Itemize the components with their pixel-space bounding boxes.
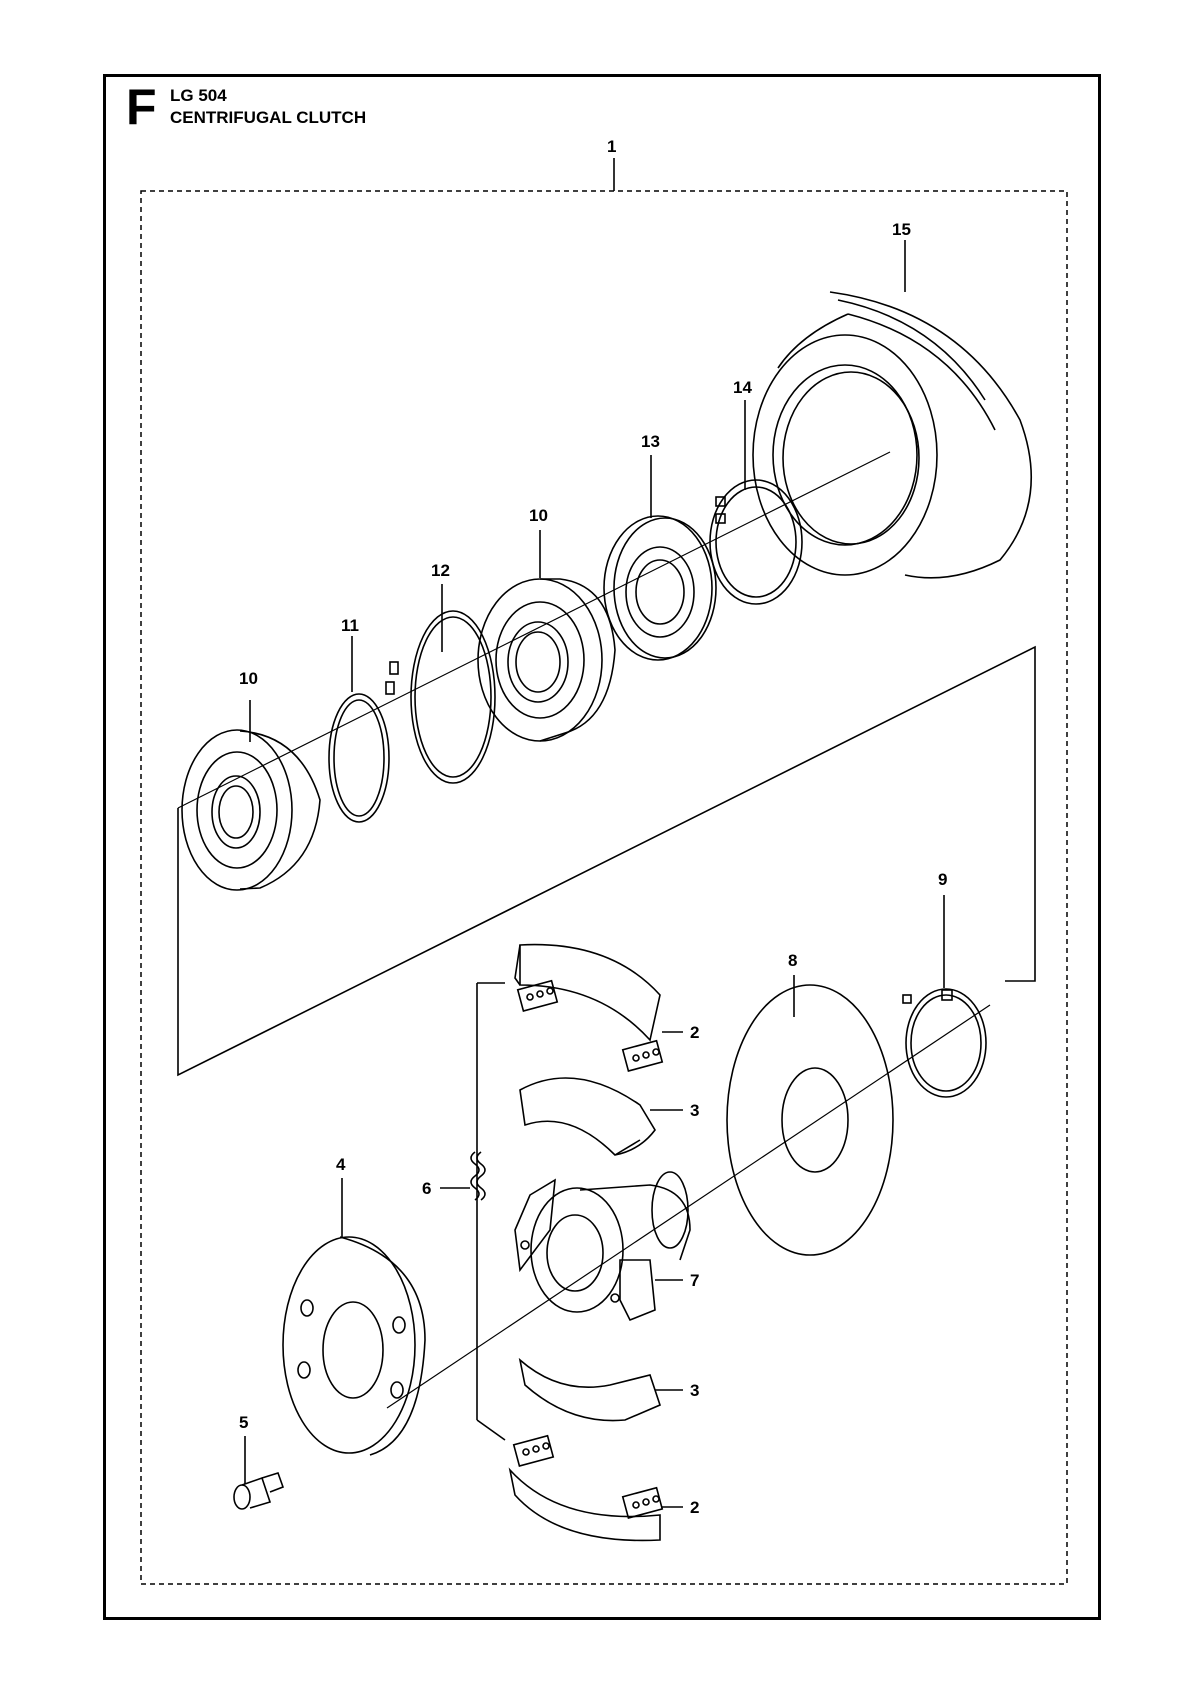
callout-5: 5 (239, 1413, 248, 1432)
shoe-lining-part-3-upper (519, 1077, 656, 1156)
spring-part-6 (470, 1151, 486, 1201)
callout-11: 11 (341, 616, 359, 635)
callout-3-lower: 3 (690, 1381, 699, 1400)
clutch-drum-part-15 (752, 291, 1033, 579)
callout-7: 7 (690, 1271, 699, 1290)
callout-8: 8 (788, 951, 797, 970)
callout-10-lower: 10 (239, 669, 258, 688)
callout-2-lower: 2 (690, 1498, 699, 1517)
callout-6: 6 (422, 1179, 431, 1198)
drawing-frame (103, 74, 1101, 1620)
page-title: CENTRIFUGAL CLUTCH (170, 108, 367, 127)
shoe-lining-part-3-lower (518, 1357, 661, 1422)
circlip-part-14 (709, 479, 803, 605)
callout-14: 14 (733, 378, 752, 397)
circlip-part-12 (385, 610, 496, 784)
callout-10-upper: 10 (529, 506, 548, 525)
screw-part-5 (233, 1472, 285, 1510)
clutch-shoe-part-2-lower (508, 1434, 664, 1542)
clutch-hub-part-7 (514, 1171, 691, 1322)
bearing-part-10-lower (181, 729, 321, 891)
section-letter: F (126, 79, 157, 135)
bearing-part-10-upper (477, 578, 616, 742)
model-name: LG 504 (170, 86, 227, 105)
callout-3-upper: 3 (690, 1101, 699, 1120)
flange-plate-part-4 (282, 1236, 426, 1456)
clutch-shoe-part-2-upper (514, 943, 664, 1073)
callout-13: 13 (641, 432, 660, 451)
callout-4: 4 (336, 1155, 346, 1174)
callout-15: 15 (892, 220, 911, 239)
washer-part-13 (603, 515, 717, 661)
callout-2-upper: 2 (690, 1023, 699, 1042)
circlip-part-9 (902, 988, 987, 1098)
callout-12: 12 (431, 561, 450, 580)
callout-1: 1 (607, 137, 616, 156)
callout-9: 9 (938, 870, 947, 889)
assembly-group-box (140, 190, 1068, 1585)
grouping-line (177, 645, 1036, 1077)
disc-washer-part-8 (726, 984, 894, 1256)
ring-part-11 (328, 693, 390, 823)
